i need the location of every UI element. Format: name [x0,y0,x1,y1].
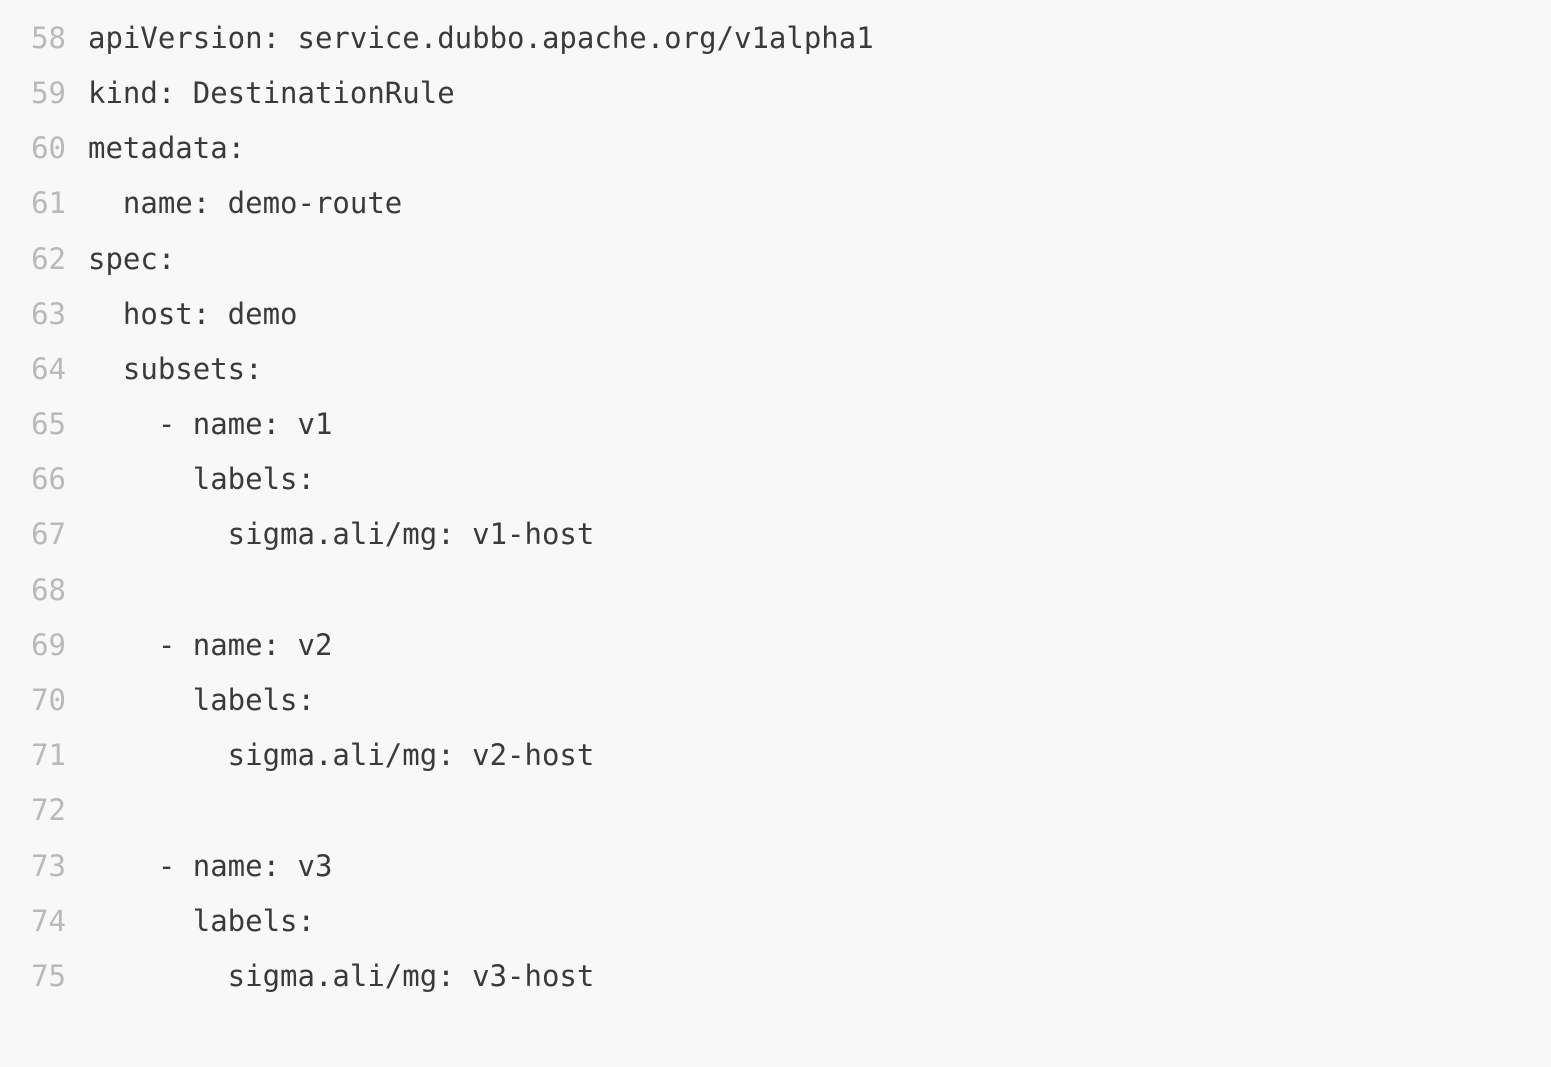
code-line: 59 kind: DestinationRule [0,65,1551,120]
line-number: 75 [31,958,66,993]
code-text[interactable]: labels: [88,462,315,497]
line-number: 73 [31,848,66,883]
code-text[interactable]: apiVersion: service.dubbo.apache.org/v1a… [88,20,874,55]
code-line: 61 name: demo-route [0,176,1551,231]
code-text[interactable]: - name: v1 [88,407,333,442]
line-number: 65 [31,407,66,442]
code-line: 67 sigma.ali/mg: v1-host [0,507,1551,562]
line-number: 70 [31,683,66,718]
line-number: 58 [31,20,66,55]
line-number: 66 [31,462,66,497]
code-text[interactable]: name: demo-route [88,186,403,221]
code-text[interactable]: labels: [88,683,315,718]
code-text[interactable]: - name: v3 [88,848,333,883]
code-line: 60 metadata: [0,121,1551,176]
code-line: 65 - name: v1 [0,397,1551,452]
line-number: 68 [31,572,66,607]
line-number: 61 [31,186,66,221]
code-text[interactable]: - name: v2 [88,627,333,662]
code-line: 75 sigma.ali/mg: v3-host [0,948,1551,1003]
code-text[interactable]: spec: [88,241,176,276]
code-line: 69 - name: v2 [0,617,1551,672]
code-line: 63 host: demo [0,286,1551,341]
line-number: 62 [31,241,66,276]
code-lines: 57--- 58 apiVersion: service.dubbo.apache… [0,0,1551,1003]
line-number: 60 [31,131,66,166]
line-number: 63 [31,296,66,331]
code-line: 57--- [0,0,1551,10]
code-line: 64 subsets: [0,341,1551,396]
code-line: 70 labels: [0,672,1551,727]
code-text[interactable]: host: demo [88,296,298,331]
code-line: 66 labels: [0,452,1551,507]
code-line: 74 labels: [0,893,1551,948]
code-line: 68 [0,562,1551,617]
line-number: 71 [31,738,66,773]
line-number: 72 [31,793,66,828]
line-number: 59 [31,75,66,110]
code-line: 73 - name: v3 [0,838,1551,893]
line-number: 67 [31,517,66,552]
code-text[interactable]: metadata: [88,131,246,166]
code-text[interactable]: labels: [88,903,315,938]
line-number: 74 [31,903,66,938]
line-number: 64 [31,351,66,386]
code-text[interactable]: kind: DestinationRule [88,75,455,110]
code-line: 72 [0,783,1551,838]
code-line: 62 spec: [0,231,1551,286]
code-line: 71 sigma.ali/mg: v2-host [0,728,1551,783]
code-text[interactable]: sigma.ali/mg: v1-host [88,517,595,552]
code-text[interactable]: sigma.ali/mg: v2-host [88,738,595,773]
code-text[interactable]: sigma.ali/mg: v3-host [88,958,595,993]
code-line: 58 apiVersion: service.dubbo.apache.org/v… [0,10,1551,65]
line-number: 69 [31,627,66,662]
code-text[interactable]: subsets: [88,351,263,386]
